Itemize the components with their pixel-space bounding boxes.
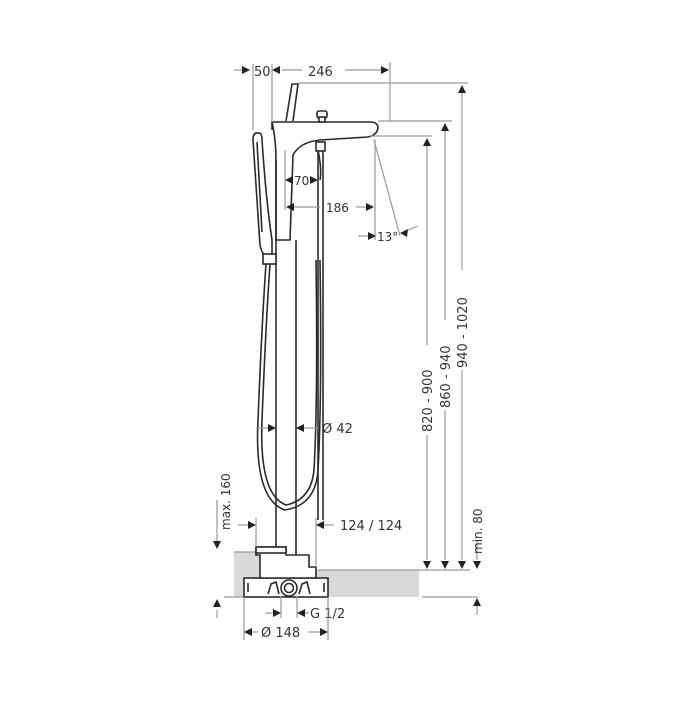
dimension-inner: 70 186 <box>284 140 376 240</box>
dim-186: 186 <box>326 201 349 215</box>
dim-50: 50 <box>254 65 271 80</box>
dim-820-900: 820 - 900 <box>421 369 436 432</box>
floor-section <box>224 551 478 598</box>
dim-diameter-148: Ø 148 <box>261 626 300 641</box>
dim-max-160: max. 160 <box>219 473 233 530</box>
height-reference-lines <box>298 82 468 137</box>
height-dimensions: 820 - 900 860 - 940 940 - 1020 <box>420 85 471 569</box>
spout-body <box>271 83 379 520</box>
dim-13-deg: 13° <box>377 230 398 244</box>
dimension-min80: min. 80 <box>471 508 485 615</box>
dimension-base: max. 160 124 / 124 <box>213 473 402 618</box>
dim-min-80: min. 80 <box>471 508 485 554</box>
dim-70: 70 <box>294 174 309 188</box>
dim-124-124: 124 / 124 <box>340 519 402 534</box>
hand-shower <box>252 132 322 511</box>
dim-940-1020: 940 - 1020 <box>456 297 471 368</box>
mounting-base <box>243 546 329 598</box>
dimension-top: 50 246 <box>234 62 391 130</box>
dimension-pipe: Ø 42 <box>256 422 353 437</box>
dim-246: 246 <box>308 65 333 80</box>
dimension-angle: 13° <box>358 139 419 244</box>
riser-pipe <box>275 160 297 555</box>
dimension-connection: G 1/2 Ø 148 <box>243 596 345 641</box>
dim-diameter-42: Ø 42 <box>322 422 353 437</box>
dim-860-940: 860 - 940 <box>439 345 454 408</box>
